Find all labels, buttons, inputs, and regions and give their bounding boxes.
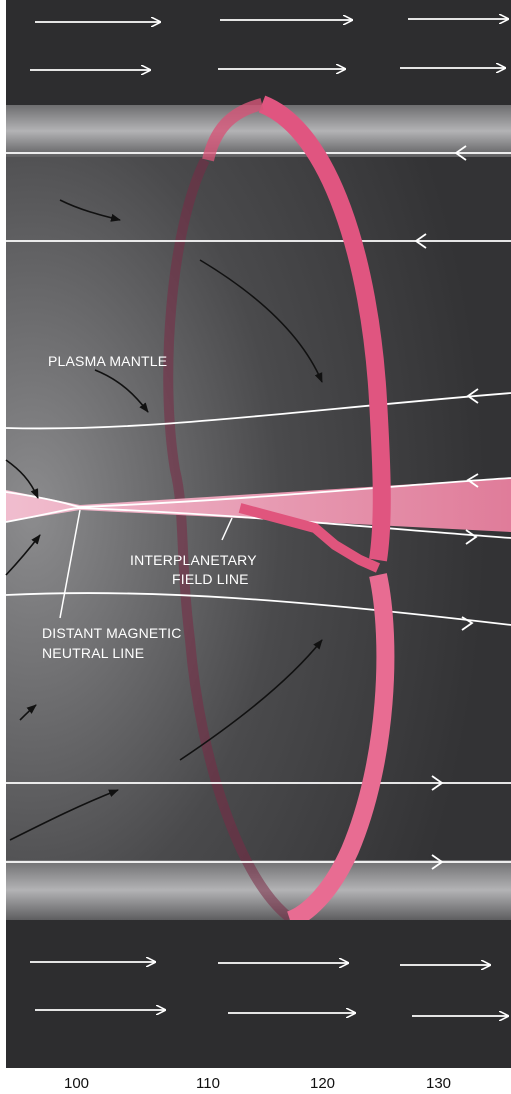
tick-110: 110 (196, 1075, 220, 1092)
label-interplanetary-2: FIELD LINE (172, 571, 249, 587)
label-interplanetary-1: INTERPLANETARY (130, 552, 257, 568)
label-neutral-line-2: NEUTRAL LINE (42, 645, 144, 661)
label-neutral-line-1: DISTANT MAGNETIC (42, 625, 182, 641)
tick-120: 120 (310, 1075, 335, 1092)
magnetopause-top (6, 105, 511, 157)
bottom-dark-region (6, 920, 511, 1068)
tick-130: 130 (426, 1075, 451, 1092)
tick-100: 100 (64, 1075, 89, 1092)
label-plasma-mantle: PLASMA MANTLE (48, 353, 167, 369)
distance-axis: 100 110 120 130 (64, 1075, 451, 1092)
